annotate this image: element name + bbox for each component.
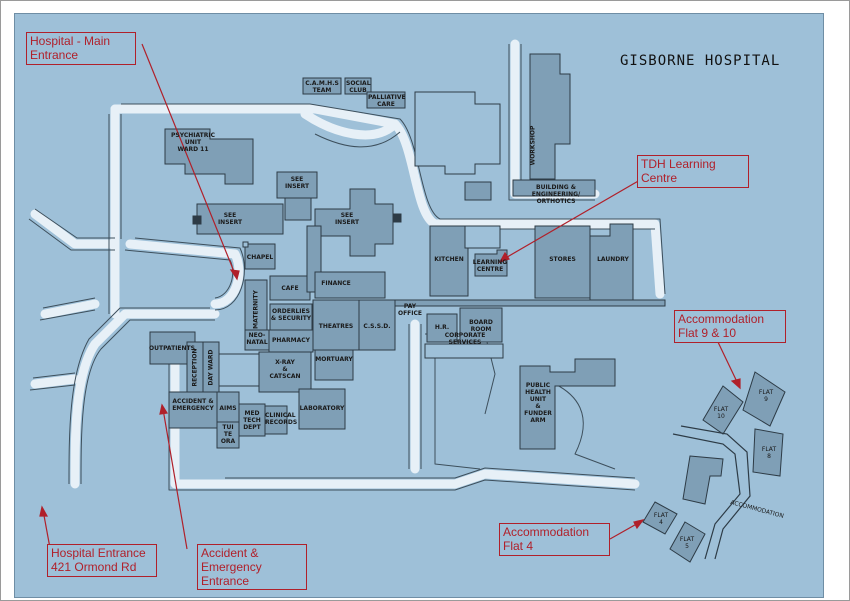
label-mortuary: MORTUARY (315, 356, 353, 363)
label-pharmacy: PHARMACY (271, 337, 311, 344)
label-stores: STORES (549, 256, 576, 263)
label-palliative-care: PALLIATIVE CARE (368, 94, 406, 108)
label-maternity: MATERNITY (252, 290, 260, 329)
label-kitchen: KITCHEN (434, 256, 464, 263)
label-see-insert-right: SEE INSERT (334, 212, 360, 226)
label-orderlies-security: ORDERLIES & SECURITY (270, 308, 312, 322)
label-finance: FINANCE (321, 280, 351, 287)
buildings (149, 53, 786, 563)
callout-accident-emergency-entrance: Accident & Emergency Entrance (197, 544, 307, 590)
callout-hospital-entrance: Hospital Entrance 421 Ormond Rd (47, 544, 157, 577)
hospital-map: GISBORNE HOSPITAL Hospital - Main Entran… (14, 13, 824, 598)
road-network (30, 39, 665, 489)
label-day-ward: DAY WARD (207, 349, 215, 386)
callout-tdh-learning-centre: TDH Learning Centre (637, 155, 749, 188)
label-cafe: CAFE (281, 285, 299, 292)
label-board-room: BOARD ROOM (469, 319, 493, 333)
road-edges (28, 44, 666, 491)
label-see-insert-top: SEE INSERT (284, 176, 310, 190)
label-laundry: LAUNDRY (597, 256, 629, 263)
label-flat-10: FLAT 10 (713, 406, 729, 420)
label-theatres: THEATRES (318, 323, 354, 330)
label-social-club: SOCIAL CLUB (346, 80, 371, 94)
label-accident-emergency: ACCIDENT & EMERGENCY (172, 398, 214, 412)
callout-leaders (39, 43, 741, 560)
label-flat-5: FLAT 5 (679, 536, 695, 550)
label-flat-8: FLAT 8 (761, 446, 777, 460)
label-chapel: CHAPEL (246, 254, 274, 261)
label-learning-centre: LEARNING CENTRE (472, 259, 508, 273)
label-pay-office: PAY OFFICE (397, 303, 423, 317)
label-xray-catscan: X-RAY & CATSCAN (269, 359, 301, 380)
label-clinical-records: CLINICAL RECORDS (265, 412, 298, 426)
label-outpatients: OUTPATIENTS (149, 345, 195, 352)
label-building-engineering: BUILDING & ENGINEERING/ ORTHOTICS (531, 184, 581, 205)
label-laboratory: LABORATORY (299, 405, 345, 412)
label-hr: H.R. (434, 324, 450, 331)
label-tui-te-ora: TUI TE ORA (220, 424, 236, 445)
callout-accommodation-flat-9-10: Accommodation Flat 9 & 10 (674, 310, 786, 343)
label-public-health-unit: PUBLIC HEALTH UNIT & FUNDER ARM (524, 382, 552, 424)
label-neonatal: NEO- NATAL (246, 332, 268, 346)
callout-main-entrance: Hospital - Main Entrance (26, 32, 136, 65)
label-workshop: WORKSHOP (529, 125, 537, 166)
label-reception: RECEPTION (191, 348, 199, 387)
label-aims: AIMS (219, 405, 237, 412)
accommodation-road (672, 425, 751, 560)
label-corporate-services: CORPORATE SERVICES (444, 332, 486, 346)
label-psychiatric-unit: PSYCHIATRIC UNIT WARD 11 (170, 132, 216, 153)
accommodation-flats (642, 371, 786, 563)
label-med-tech-dept: MED TECH DEPT (243, 410, 261, 431)
label-see-insert-left: SEE INSERT (217, 212, 243, 226)
label-cssd: C.S.S.D. (363, 323, 391, 330)
callout-accommodation-flat-4: Accommodation Flat 4 (499, 523, 610, 556)
label-flat-4: FLAT 4 (653, 512, 669, 526)
map-title: GISBORNE HOSPITAL (620, 53, 781, 69)
label-camhs-team: C.A.M.H.S TEAM (305, 80, 339, 94)
label-flat-9: FLAT 9 (758, 389, 774, 403)
site-plan (28, 39, 786, 563)
